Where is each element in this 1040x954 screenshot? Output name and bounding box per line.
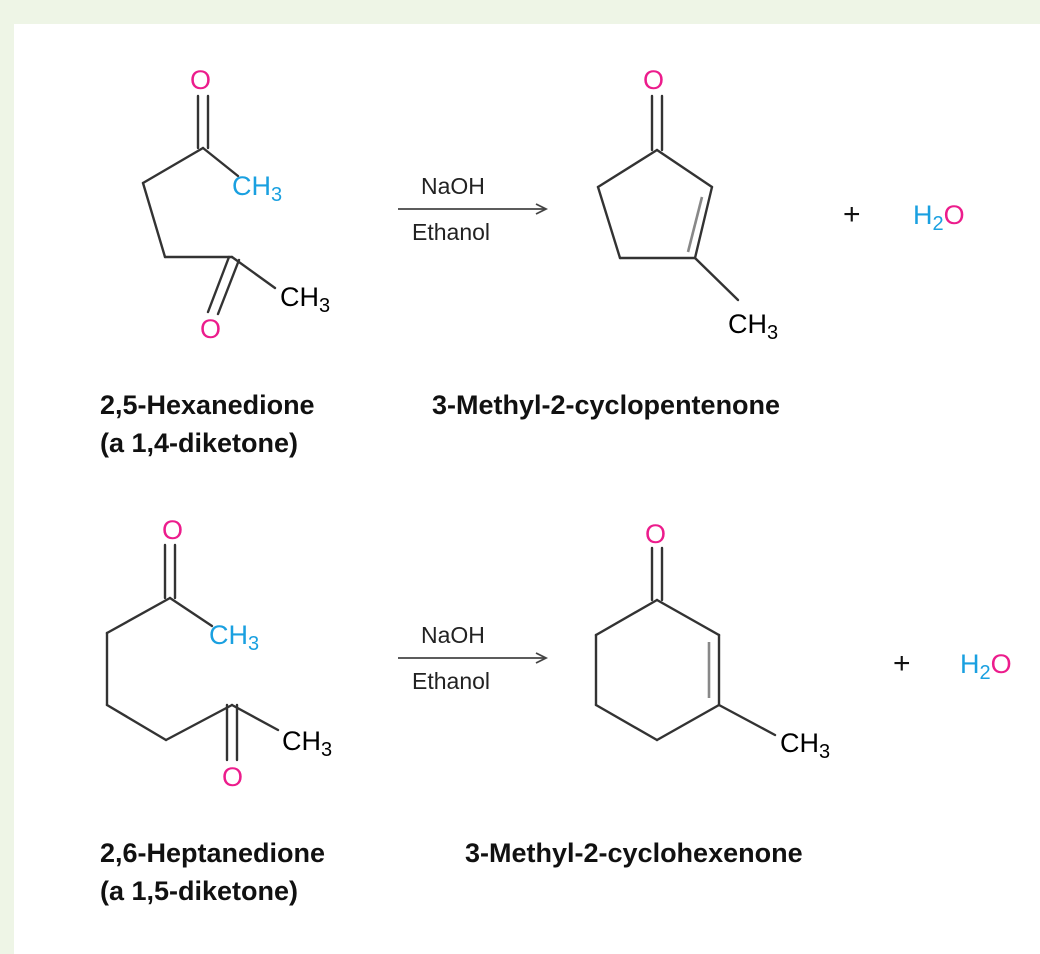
- product-1-bond-c4-c5: [596, 185, 622, 260]
- reactant-2-bond-c2-methyl-top: [168, 596, 214, 628]
- formula-char: C: [780, 728, 800, 758]
- product-1-bond-c1-c2: [655, 148, 714, 189]
- subscript-digit: 3: [321, 739, 332, 761]
- reaction-2-plus-sign: +: [893, 647, 911, 680]
- reaction-2-water: H2O: [960, 649, 1012, 684]
- product-1-double-bond-inner: [686, 196, 704, 253]
- reactant-2-bond-c4-c5: [105, 703, 168, 742]
- product-1-methyl-text: CH3: [728, 309, 778, 344]
- left-background-band: [0, 0, 14, 954]
- product-2-methyl-text: CH3: [780, 728, 830, 763]
- reactant-2-bond-c5-c6: [164, 703, 234, 742]
- reaction-2-arrow-head: [535, 652, 549, 664]
- bond-c2-methyl-top: [201, 146, 240, 178]
- reactant-2-methyl-top-text: CH3: [209, 620, 259, 655]
- formula-char: O: [944, 200, 965, 230]
- reaction-1-arrow-head: [535, 203, 549, 215]
- subscript-digit: 2: [933, 213, 944, 235]
- product-2-bond-c4-c5: [594, 703, 659, 742]
- product-1-methyl: CH3: [728, 309, 778, 344]
- reactant-1-methyl-bottom-text: CH3: [280, 282, 330, 317]
- reactant-2-name: 2,6-Heptanedione: [100, 838, 325, 868]
- product-2-methyl: CH3: [780, 728, 830, 763]
- formula-char: C: [232, 171, 252, 201]
- reaction-1-water-text: H2O: [913, 200, 965, 235]
- reaction-1-reagent-above: NaOH: [421, 173, 485, 199]
- subscript-digit: 3: [248, 633, 259, 655]
- subscript-digit: 3: [767, 322, 778, 344]
- product-1-name: 3-Methyl-2-cyclopentenone: [432, 390, 780, 420]
- reaction-1-plus-sign: +: [843, 198, 861, 231]
- product-1-structure: [596, 94, 740, 302]
- subscript-digit: 3: [319, 295, 330, 317]
- reactant-1-class: (a 1,4-diketone): [100, 428, 298, 458]
- formula-char: C: [728, 309, 748, 339]
- formula-char: O: [991, 649, 1012, 679]
- product-2-bond-c3-c4: [655, 703, 721, 742]
- reactant-2-class: (a 1,5-diketone): [100, 876, 298, 906]
- reactant-2-methyl-bottom: CH3: [282, 726, 332, 761]
- reactant-2-methyl-bottom-text: CH3: [282, 726, 332, 761]
- reactant-1-name: 2,5-Hexanedione: [100, 390, 315, 420]
- reactant-2-methyl-top: CH3: [209, 620, 259, 655]
- product-1-bond-c2-c3: [693, 185, 714, 260]
- formula-char: H: [913, 200, 933, 230]
- reactant-1-methyl-bottom: CH3: [280, 282, 330, 317]
- product-2-name: 3-Methyl-2-cyclohexenone: [465, 838, 803, 868]
- bond-c3-c4: [141, 181, 167, 259]
- reactant-1-methyl-top-text: CH3: [232, 171, 282, 206]
- reaction-2-reagent-below: Ethanol: [412, 668, 490, 694]
- bond-c2-c3: [141, 146, 205, 185]
- subscript-digit: 3: [819, 741, 830, 763]
- formula-char: H: [302, 726, 322, 756]
- product-1-oxygen: O: [643, 65, 664, 95]
- formula-char: H: [800, 728, 820, 758]
- carbonyl-bond-bottom-b: [216, 258, 241, 316]
- formula-char: C: [282, 726, 302, 756]
- product-2-bond-methyl: [717, 703, 777, 737]
- subscript-digit: 2: [980, 662, 991, 684]
- reactant-2-bond-c2-c3: [105, 596, 172, 635]
- product-1-bond-c5-c1: [596, 148, 659, 189]
- formula-char: H: [252, 171, 272, 201]
- formula-char: H: [229, 620, 249, 650]
- formula-char: H: [300, 282, 320, 312]
- subscript-digit: 3: [271, 184, 282, 206]
- reaction-2: O CH3 CH3 O NaOH Ethanol O CH3 + H2O 2,6…: [100, 515, 1012, 906]
- reactant-1-oxygen-bottom: O: [200, 314, 221, 344]
- reactant-1-oxygen-top: O: [190, 65, 211, 95]
- formula-char: H: [748, 309, 768, 339]
- reaction-1-water: H2O: [913, 200, 965, 235]
- reactant-2-oxygen-top: O: [162, 515, 183, 545]
- product-2-oxygen: O: [645, 519, 666, 549]
- formula-char: C: [209, 620, 229, 650]
- product-1-bond-methyl: [693, 256, 740, 302]
- formula-char: C: [280, 282, 300, 312]
- carbonyl-bond-bottom-a: [206, 255, 231, 314]
- reaction-1-reagent-below: Ethanol: [412, 219, 490, 245]
- product-2-structure: [594, 546, 777, 742]
- product-2-bond-c6-c1: [594, 598, 659, 637]
- top-background-band: [0, 0, 1040, 24]
- reactant-1-structure: [141, 94, 277, 316]
- formula-char: H: [960, 649, 980, 679]
- reaction-2-water-text: H2O: [960, 649, 1012, 684]
- product-2-bond-c1-c2: [655, 598, 721, 637]
- reactant-2-bond-c6-methyl-bottom: [230, 703, 280, 732]
- reaction-2-reagent-above: NaOH: [421, 622, 485, 648]
- reaction-1: O CH3 CH3 O NaOH Ethanol O CH3 + H2O 2,5…: [100, 65, 965, 458]
- reactant-1-methyl-top: CH3: [232, 171, 282, 206]
- reactant-2-structure: [105, 543, 280, 762]
- reactant-2-oxygen-bottom: O: [222, 762, 243, 792]
